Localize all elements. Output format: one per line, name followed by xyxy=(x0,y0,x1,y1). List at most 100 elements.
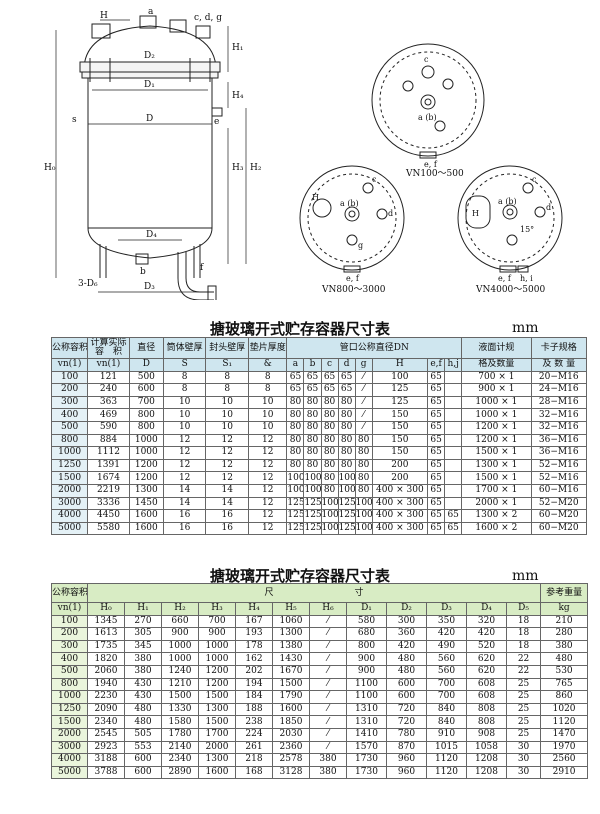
table-cell xyxy=(444,395,463,410)
table-cell: 1300 × 1 xyxy=(461,458,532,473)
table-cell: 12 xyxy=(248,433,288,448)
svg-text:c: c xyxy=(372,175,377,184)
table-header-cell: vn(1) xyxy=(51,602,88,616)
table-cell: 1500 xyxy=(161,690,199,704)
table-cell: 18 xyxy=(505,639,542,654)
table-cell: 188 xyxy=(235,702,273,717)
table-cell: 430 xyxy=(124,677,162,692)
table-cell: 65 xyxy=(286,370,305,385)
table-cell: 60−M20 xyxy=(530,521,587,536)
table-header-cell: H₂ xyxy=(161,602,199,616)
table-cell: 1600 × 2 xyxy=(461,521,532,536)
table-cell: 12 xyxy=(205,433,250,448)
table-cell: 2230 xyxy=(87,690,125,704)
table-cell: 2340 xyxy=(87,715,125,729)
table-cell: 20−M16 xyxy=(530,370,587,385)
table-cell: 960 xyxy=(386,753,427,767)
table-cell: 1430 xyxy=(272,652,310,666)
table-cell: 8 xyxy=(248,370,288,385)
table-cell: 65 xyxy=(427,471,446,485)
table-cell: 5580 xyxy=(87,521,130,536)
table-cell: 1200 × 1 xyxy=(461,420,532,435)
table1-unit: mm xyxy=(512,320,539,336)
svg-text:H: H xyxy=(312,193,319,202)
table2-title: 搪玻璃开式贮存容器尺寸表 xyxy=(209,567,390,585)
svg-text:D₄: D₄ xyxy=(146,230,157,240)
table-cell: 1000 xyxy=(161,639,199,654)
table-cell: 150 xyxy=(371,446,429,460)
svg-text:H₀: H₀ xyxy=(44,163,56,173)
table-cell: 620 xyxy=(466,664,507,679)
table-cell: ⁄ xyxy=(309,614,347,629)
table-cell: 12 xyxy=(248,509,288,523)
svg-text:H₃: H₃ xyxy=(232,163,244,173)
table-cell: 18 xyxy=(505,614,542,629)
table-cell: 14 xyxy=(205,496,250,511)
table-cell: 1670 xyxy=(272,664,310,679)
table-cell: 900 xyxy=(346,664,387,679)
table-cell: 16 xyxy=(162,521,207,536)
t1-h-vol: 公称容积 xyxy=(50,337,89,359)
table-cell: 80 xyxy=(286,420,305,435)
table-cell: 1200 xyxy=(198,677,236,692)
table-cell: 25 xyxy=(505,727,542,742)
svg-text:c: c xyxy=(532,175,537,184)
table-cell: 65 xyxy=(286,383,305,397)
table-header-cell: H₆ xyxy=(309,602,347,616)
table-cell: 1208 xyxy=(466,765,507,780)
t2-h-vol: 公称容积 xyxy=(51,583,88,603)
table-cell: 100 xyxy=(320,521,339,536)
table-cell: 80 xyxy=(354,458,373,473)
table-cell: 100 xyxy=(286,471,305,485)
table-cell: 2578 xyxy=(272,753,310,767)
table-cell: 10 xyxy=(248,395,288,410)
svg-text:d: d xyxy=(546,203,551,212)
table-cell: 1200 xyxy=(128,471,164,485)
svg-text:VN100～500: VN100～500 xyxy=(405,169,464,179)
table-cell: 28−M16 xyxy=(530,395,587,410)
table-cell: 900 xyxy=(346,652,387,666)
table-cell: 420 xyxy=(466,627,507,641)
table-cell: ⁄ xyxy=(354,370,373,385)
table-cell: 345 xyxy=(124,639,162,654)
table-cell: 80 xyxy=(286,458,305,473)
table-cell: 900 xyxy=(161,627,199,641)
table-cell: 600 xyxy=(386,677,427,692)
table-cell: 121 xyxy=(87,370,130,385)
table-cell: 200 xyxy=(371,471,429,485)
table-cell: 2140 xyxy=(161,740,199,755)
table-cell: 100 xyxy=(303,471,322,485)
table-header-cell: D₂ xyxy=(386,602,427,616)
table-cell: 1250 xyxy=(50,458,89,473)
table-cell: 960 xyxy=(386,765,427,780)
table-cell: 80 xyxy=(337,433,356,448)
t1-h-dia: 直径 xyxy=(128,337,164,359)
table-cell: 12 xyxy=(162,471,207,485)
top-view-1 xyxy=(371,43,485,157)
table-cell: 320 xyxy=(466,614,507,629)
table-cell: ⁄ xyxy=(309,639,347,654)
table-cell: 1020 xyxy=(540,702,589,717)
table-cell: 2000 × 1 xyxy=(461,496,532,511)
table-cell: 700 xyxy=(128,395,164,410)
table-cell: 2219 xyxy=(87,483,130,498)
table-cell: ⁄ xyxy=(309,627,347,641)
table-cell: 380 xyxy=(540,639,589,654)
table-cell: 65 xyxy=(337,383,356,397)
table-cell: 18 xyxy=(505,627,542,641)
table-cell: 14 xyxy=(162,496,207,511)
table-cell: 224 xyxy=(235,727,273,742)
table-cell: 360 xyxy=(386,627,427,641)
table-cell: 80 xyxy=(354,433,373,448)
table-cell xyxy=(444,496,463,511)
table-cell xyxy=(444,471,463,485)
table-cell: 1500 xyxy=(50,471,89,485)
table-cell: 125 xyxy=(303,496,322,511)
table-cell: 65 xyxy=(320,370,339,385)
nozzle-c xyxy=(169,19,187,33)
table-cell: 25 xyxy=(505,690,542,704)
table-cell: 80 xyxy=(320,483,339,498)
